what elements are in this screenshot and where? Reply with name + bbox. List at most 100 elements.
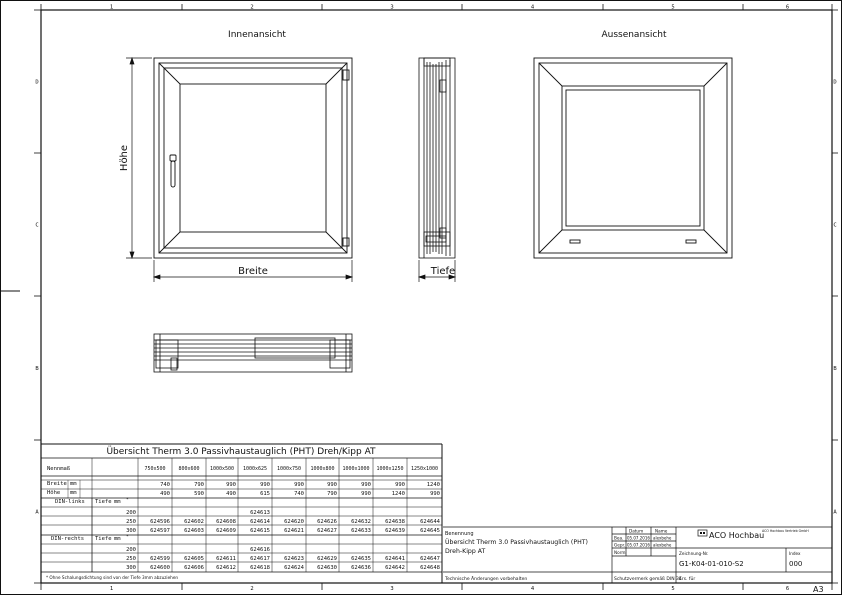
column-marker-top: 2 (250, 5, 253, 11)
tiefe-value: 250 (126, 519, 136, 525)
article-number: 624632 (351, 519, 371, 525)
column-marker-bottom: 4 (531, 586, 535, 592)
index-label: Index (789, 551, 801, 556)
name-label: Name (655, 529, 668, 534)
benennung-line2: Dreh-Kipp AT (445, 548, 485, 555)
article-number: 624633 (351, 528, 371, 534)
sheet-size: A3 (813, 585, 824, 594)
article-number: 624648 (420, 565, 440, 571)
outer-view-title: Aussenansicht (601, 30, 667, 40)
article-table (41, 443, 443, 583)
column-marker-bottom: 3 (390, 586, 393, 592)
tiefe-label-links: Tiefe (95, 499, 112, 505)
hoehe-value: 1240 (392, 491, 405, 497)
article-number: 624616 (250, 547, 270, 553)
bea-date: 05.07.2016 (627, 536, 650, 541)
article-number: 624609 (216, 528, 236, 534)
article-number: 624617 (250, 556, 270, 562)
height-label: Höhe (119, 145, 130, 171)
outer-view-window (533, 57, 733, 259)
hoehe-value: 790 (327, 491, 337, 497)
hoehe-value: 615 (260, 491, 270, 497)
tiefe-value: 250 (126, 556, 136, 562)
column-marker-top: 4 (531, 5, 535, 11)
benennung-label: Benennung (445, 531, 474, 537)
table-title: Übersicht Therm 3.0 Passivhaustauglich (… (106, 446, 376, 457)
column-marker-bottom: 5 (671, 586, 674, 592)
breite-value: 990 (226, 482, 236, 488)
tiefe-value: 200 (126, 510, 136, 516)
row-marker-right: C (833, 223, 836, 229)
article-number: 624602 (184, 519, 204, 525)
breite-value: 990 (327, 482, 337, 488)
row-marker-left: C (35, 223, 38, 229)
hoehe-value: 490 (226, 491, 236, 497)
article-number: 624644 (420, 519, 441, 525)
article-number: 624605 (184, 556, 204, 562)
row-marker-right: A (833, 510, 837, 516)
company-logo (697, 529, 708, 537)
datum-label: Datum (629, 529, 643, 534)
article-number: 624613 (250, 510, 270, 516)
size-header: 1250x1000 (411, 466, 438, 472)
horizontal-section (153, 333, 353, 373)
column-marker-bottom: 2 (250, 586, 253, 592)
breite-value: 740 (160, 482, 170, 488)
breite-value: 990 (260, 482, 270, 488)
schutzvermerk: Schutzvermerk gemäß DIN 34 (614, 576, 682, 582)
article-number: 624642 (385, 565, 405, 571)
size-header: 750x500 (144, 466, 165, 472)
hoehe-value: 990 (361, 491, 371, 497)
breite-value: 990 (361, 482, 371, 488)
article-number: 624630 (317, 565, 337, 571)
column-marker-top: 5 (671, 5, 674, 11)
article-number: 624638 (385, 519, 405, 525)
article-number: 624620 (284, 519, 304, 525)
width-label: Breite (238, 266, 268, 277)
article-number: 624621 (284, 528, 304, 534)
company-name: ACO Hochbau (709, 531, 764, 540)
size-header: 800x600 (178, 466, 199, 472)
article-number: 624614 (250, 519, 271, 525)
tiefe-label-rechts: Tiefe (95, 536, 112, 542)
star-links: * (126, 497, 129, 503)
row-marker-left: B (35, 366, 39, 372)
width-dimension (152, 260, 354, 282)
hoehe-unit: mm (70, 490, 77, 496)
article-number: 624611 (216, 556, 236, 562)
article-number: 624606 (184, 565, 204, 571)
column-marker-top: 1 (110, 5, 113, 11)
breite-value: 1240 (427, 482, 440, 488)
tiefe-value: 300 (126, 528, 136, 534)
article-number: 624636 (351, 565, 371, 571)
gepr-name: alexbehe (653, 543, 672, 548)
article-number: 624647 (420, 556, 440, 562)
row-marker-left: A (35, 510, 39, 516)
size-header: 1000x625 (243, 466, 267, 472)
height-dimension (126, 56, 152, 260)
hoehe-label: Höhe (47, 490, 60, 496)
depth-dimension (417, 260, 457, 282)
breite-value: 990 (294, 482, 304, 488)
article-number: 624612 (216, 565, 236, 571)
breite-label: Breite (47, 481, 67, 487)
hoehe-value: 490 (160, 491, 170, 497)
size-header: 1000x800 (310, 466, 334, 472)
size-header: 1000x1250 (376, 466, 403, 472)
article-number: 624600 (150, 565, 170, 571)
breite-value: 990 (395, 482, 405, 488)
gepr-date: 05.07.2016 (627, 543, 650, 548)
article-number: 624618 (250, 565, 270, 571)
column-marker-top: 6 (786, 5, 789, 11)
article-number: 624627 (317, 528, 337, 534)
zeichnung-nr: G1-K04-01-010-S2 (679, 560, 744, 568)
gepr-label: Gepr. (614, 543, 625, 548)
bea-name: alexbehe (653, 536, 672, 541)
article-number: 624596 (150, 519, 170, 525)
size-header: 1000x500 (210, 466, 234, 472)
star-rechts: * (126, 534, 129, 540)
